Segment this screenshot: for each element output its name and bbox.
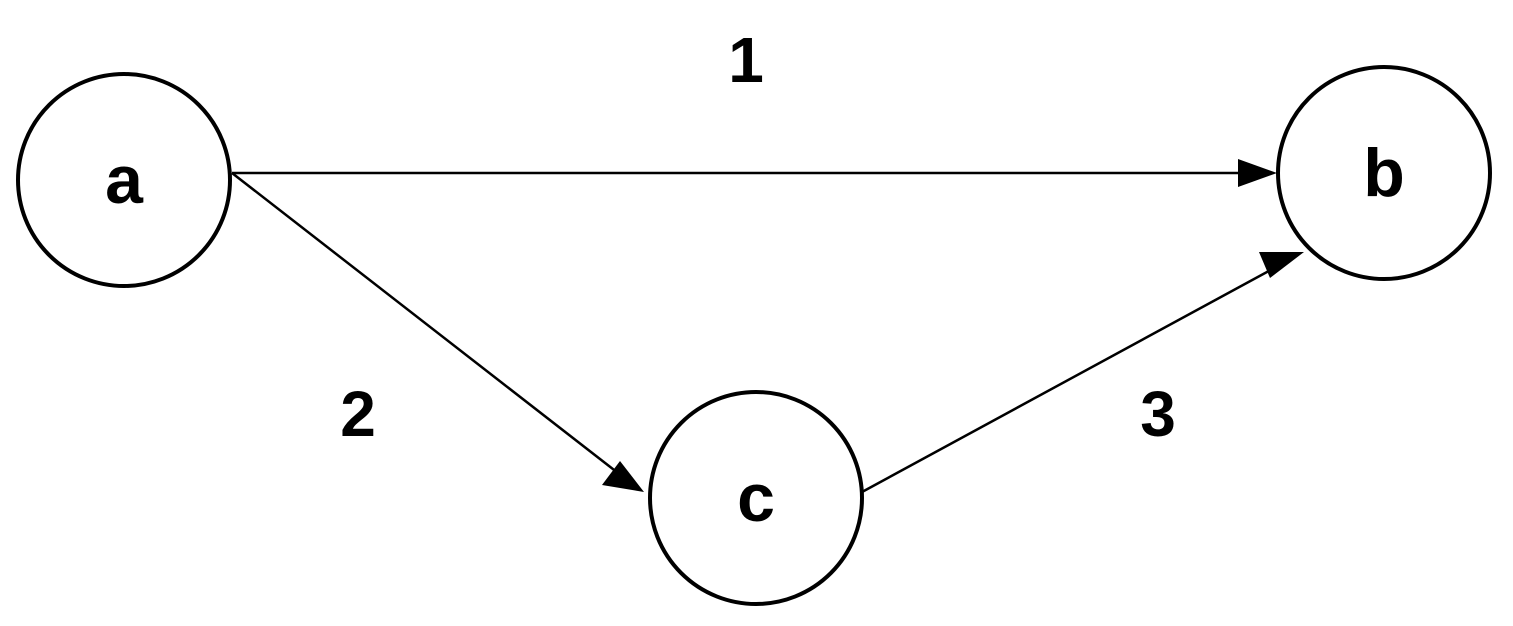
edge-a-c: 2 — [231, 172, 644, 492]
node-b-label: b — [1363, 135, 1405, 211]
node-c: c — [648, 390, 864, 606]
arrowhead-c-b — [1259, 252, 1304, 278]
edge-line-a-c — [231, 172, 619, 474]
node-c-circle — [648, 390, 864, 606]
node-a-label: a — [105, 142, 144, 218]
edge-label-a-c: 2 — [340, 378, 376, 450]
edge-label-a-b: 1 — [728, 24, 764, 96]
node-c-label: c — [737, 460, 775, 536]
edge-label-c-b: 3 — [1140, 378, 1176, 450]
node-b-circle — [1276, 65, 1492, 281]
edge-line-c-b — [861, 264, 1279, 494]
node-a: a — [16, 72, 232, 288]
arrowhead-a-c — [602, 461, 644, 492]
node-b: b — [1276, 65, 1492, 281]
node-a-circle — [16, 72, 232, 288]
edge-a-b: 1 — [232, 24, 1277, 187]
arrowhead-a-b — [1238, 159, 1277, 187]
edge-c-b: 3 — [861, 252, 1304, 494]
